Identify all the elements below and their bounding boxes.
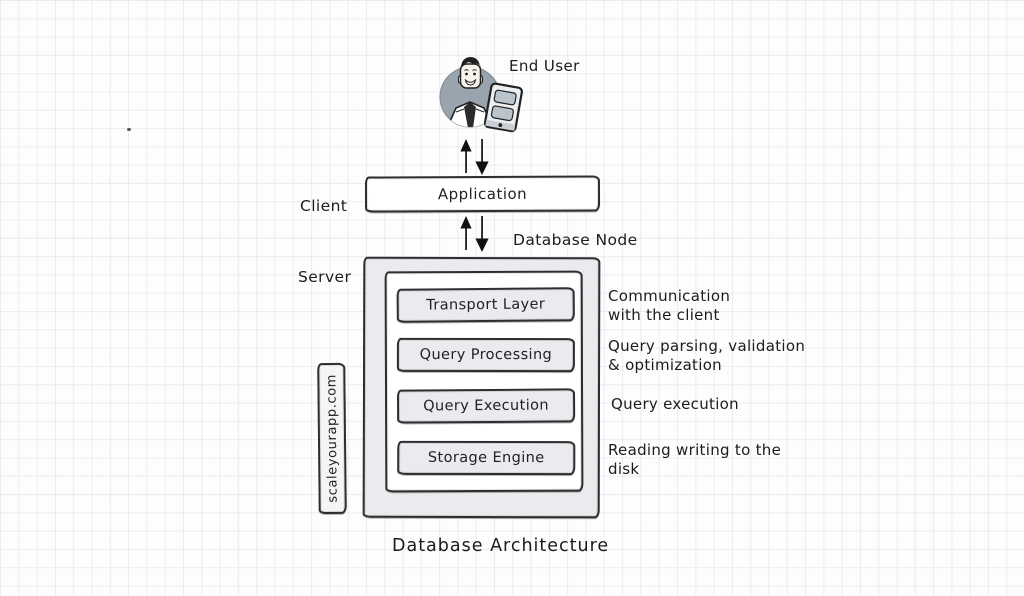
layer-query-processing: Query Processing [396, 337, 575, 373]
annotation-storage-engine: Reading writing to the disk [608, 441, 782, 478]
layer-transport-label: Transport Layer [426, 296, 546, 314]
database-node-box: Transport Layer Query Processing Query E… [384, 270, 584, 493]
annotation-query-execution: Query execution [611, 395, 739, 413]
watermark-label: scaleyourapp.com [323, 374, 341, 503]
watermark-box: scaleyourapp.com [317, 362, 347, 515]
end-user-avatar-icon [439, 57, 523, 133]
layer-query-processing-label: Query Processing [419, 346, 553, 364]
database-node-label: Database Node [513, 231, 638, 249]
annotation-transport: Communication with the client [608, 287, 731, 324]
layer-storage-engine-label: Storage Engine [427, 449, 545, 467]
client-label: Client [300, 197, 348, 215]
annotation-query-processing: Query parsing, validation & optimization [608, 337, 806, 374]
diagram-caption: Database Architecture [392, 536, 610, 556]
layer-query-execution: Query Execution [396, 388, 576, 424]
end-user-label: End User [509, 57, 580, 75]
stray-dot [127, 128, 131, 131]
layer-query-execution-label: Query Execution [423, 397, 550, 415]
application-label: Application [437, 184, 528, 204]
application-box: Application [364, 175, 601, 213]
server-label: Server [298, 268, 352, 286]
layer-storage-engine: Storage Engine [397, 440, 576, 476]
bidirectional-arrow-app-server [460, 216, 489, 252]
bidirectional-arrow-user-app [460, 139, 489, 175]
layer-transport: Transport Layer [396, 287, 575, 323]
